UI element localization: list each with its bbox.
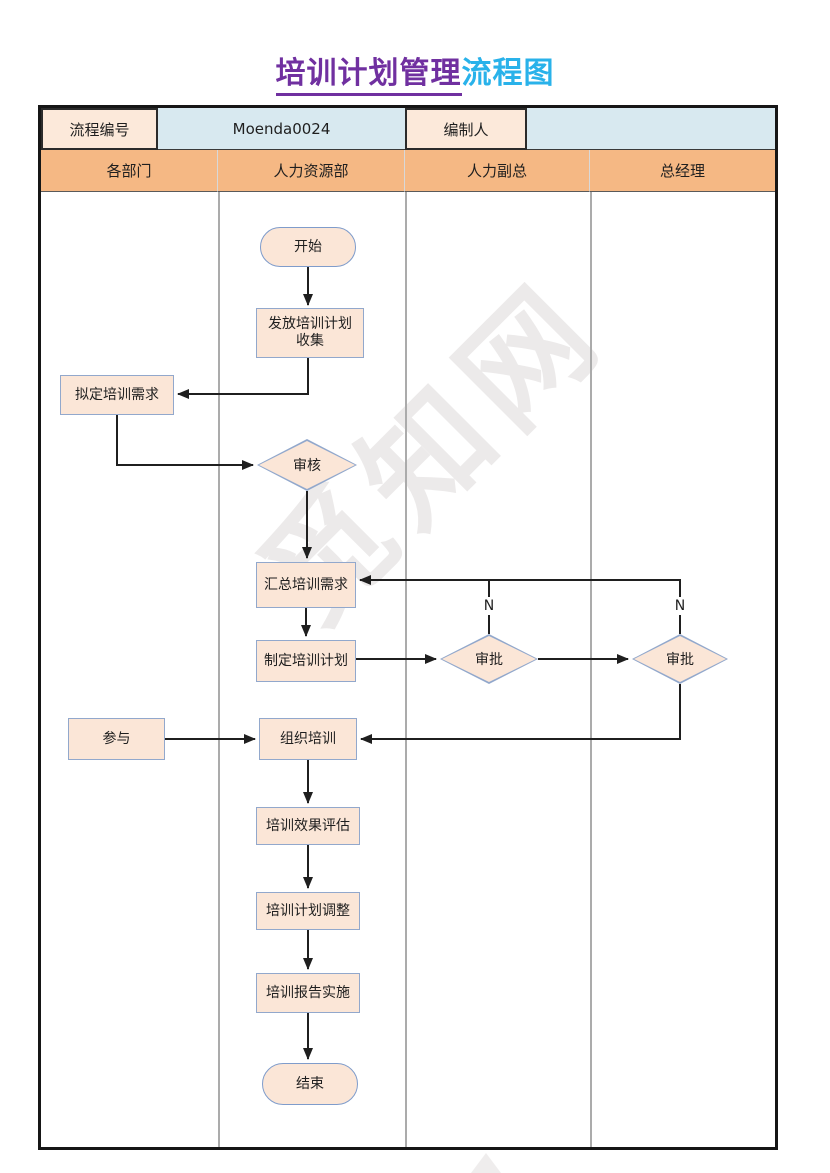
lane-header-general-manager: 总经理 <box>590 150 775 192</box>
diagram-frame <box>38 105 778 1150</box>
branch-no-label-hr-vp: N <box>481 597 497 615</box>
lane-divider-1 <box>218 192 220 1147</box>
lane-header-departments: 各部门 <box>41 150 218 192</box>
node-distribute-plan-collect: 发放培训计划 收集 <box>256 308 364 358</box>
node-approve-gm: 审批 <box>632 634 728 684</box>
node-participate: 参与 <box>68 718 165 760</box>
branch-no-label-gm: N <box>672 597 688 615</box>
info-row: 流程编号 Moenda0024 编制人 <box>41 108 775 150</box>
node-adjust-plan: 培训计划调整 <box>256 892 360 930</box>
node-summarize-needs: 汇总培训需求 <box>256 562 356 608</box>
lane-divider-3 <box>590 192 592 1147</box>
page-title-suffix: 流程图 <box>461 56 555 91</box>
node-review-decision: 审核 <box>257 439 357 491</box>
node-make-training-plan: 制定培训计划 <box>256 640 356 682</box>
node-evaluate-effect: 培训效果评估 <box>256 807 360 845</box>
author-value <box>527 108 775 150</box>
lane-header-hr-vp: 人力副总 <box>405 150 590 192</box>
node-training-report: 培训报告实施 <box>256 973 360 1013</box>
node-distribute-line1: 发放培训计划 <box>268 316 352 332</box>
node-approve-hr-vp: 审批 <box>440 634 538 684</box>
node-end: 结束 <box>262 1063 358 1105</box>
process-number-value: Moenda0024 <box>158 108 405 150</box>
author-label: 编制人 <box>405 108 527 150</box>
lane-divider-2 <box>405 192 407 1147</box>
watermark-logo-fragment <box>438 1153 534 1173</box>
node-review-label: 审核 <box>293 458 321 474</box>
process-number-label: 流程编号 <box>41 108 158 150</box>
lane-header-hr-department: 人力资源部 <box>218 150 405 192</box>
page-title: 培训计划管理流程图 <box>0 48 830 96</box>
node-organize-training: 组织培训 <box>259 718 357 760</box>
node-start: 开始 <box>260 227 356 267</box>
lane-header-row: 各部门 人力资源部 人力副总 总经理 <box>41 150 775 192</box>
page-title-main: 培训计划管理 <box>275 56 462 96</box>
node-distribute-line2: 收集 <box>296 333 324 349</box>
node-approve-hr-vp-label: 审批 <box>475 652 503 668</box>
node-approve-gm-label: 审批 <box>666 652 694 668</box>
node-draft-training-needs: 拟定培训需求 <box>60 375 174 415</box>
